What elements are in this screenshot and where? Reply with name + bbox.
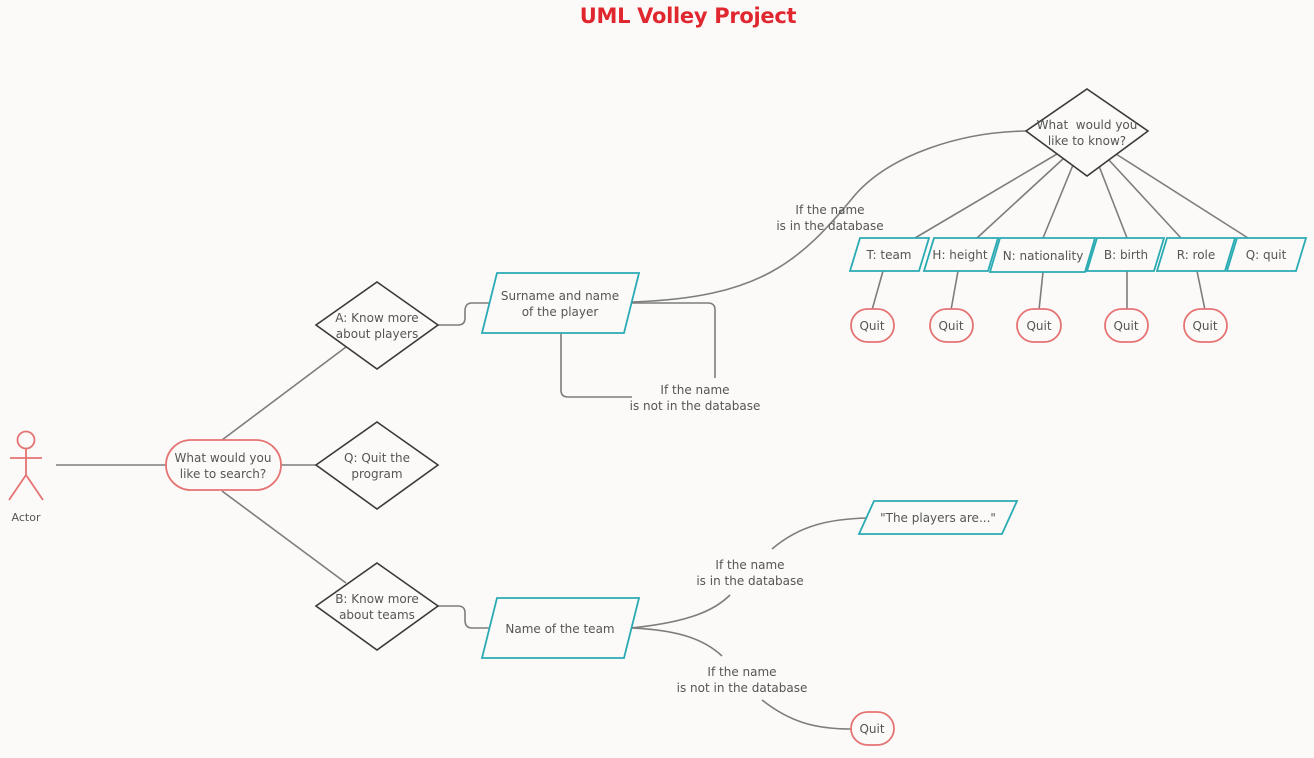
- decision-teams-label: B: Know more about teams: [335, 592, 419, 622]
- connector-players-surname: [438, 302, 494, 326]
- option-role: [1155, 237, 1237, 272]
- output-players-are-label: "The players are...": [880, 511, 996, 525]
- connector-nationality-quit: [1038, 271, 1044, 311]
- connector-start-players: [221, 346, 347, 441]
- option-birth-label: B: birth: [1103, 248, 1149, 262]
- option-quit: [1225, 237, 1308, 272]
- page-title: UML Volley Project: [579, 4, 797, 28]
- input-team-name-label: Name of the team: [505, 622, 615, 636]
- condition-player-in-db: If the name is in the database: [776, 203, 884, 233]
- quit-node-team-not-found: [850, 711, 895, 746]
- quit-label-team: Quit: [859, 319, 885, 333]
- input-surname-label: Surname and name of the player: [500, 289, 620, 319]
- quit-shapes: [850, 308, 1228, 746]
- decision-shapes: [314, 88, 1150, 651]
- quit-label-nationality: Quit: [1026, 319, 1052, 333]
- condition-team-not-in-db: If the name is not in the database: [676, 665, 808, 695]
- condition-team-in-db: If the name is in the database: [696, 558, 804, 588]
- decision-what-know: [1024, 88, 1150, 177]
- option-role-label: R: role: [1176, 248, 1216, 262]
- connector-role-quit: [1196, 270, 1206, 311]
- option-height: [922, 237, 1000, 272]
- option-team: [848, 237, 931, 272]
- option-birth: [1085, 237, 1166, 272]
- option-nationality-label: N: nationality: [1002, 249, 1084, 263]
- connector-whatknow-role: [1107, 158, 1182, 239]
- quit-label-height: Quit: [938, 319, 964, 333]
- quit-node-nationality: [1016, 308, 1062, 343]
- decision-quit-program: [314, 421, 440, 510]
- connector-surname-not-in-db-left: [560, 333, 632, 398]
- connector-whatknow-birth: [1098, 165, 1128, 239]
- output-players-are: [857, 500, 1019, 535]
- connector-surname-not-in-db-right: [631, 302, 716, 378]
- quit-node-role: [1183, 308, 1228, 343]
- quit-label-role: Quit: [1192, 319, 1218, 333]
- connector-start-teams: [221, 490, 347, 584]
- connector-teamname-in-db-b: [771, 517, 868, 550]
- connector-team-quit: [871, 270, 884, 311]
- input-team-name: [480, 597, 641, 659]
- quit-label-birth: Quit: [1113, 319, 1139, 333]
- connector-whatknow-team: [914, 153, 1058, 239]
- connector-teamname-not-in-db-a: [630, 627, 723, 657]
- option-height-label: H: height: [932, 248, 988, 262]
- actor-icon: [8, 430, 44, 501]
- start-node: [165, 439, 282, 491]
- connector-whatknow-nationality: [1042, 164, 1074, 239]
- quit-node-team: [850, 308, 895, 343]
- decision-players-label: A: Know more about players: [335, 311, 419, 341]
- option-team-label: T: team: [866, 248, 912, 262]
- input-shapes: [480, 237, 1308, 659]
- condition-player-not-in-db: If the name is not in the database: [629, 383, 761, 413]
- decision-quit-program-label: Q: Quit the program: [344, 451, 410, 481]
- quit-node-height: [929, 308, 974, 343]
- decision-players: [314, 281, 440, 370]
- connector-teamname-not-in-db-b: [761, 699, 852, 730]
- connector-height-quit: [950, 270, 959, 311]
- connectors: [56, 130, 1249, 730]
- quit-label-team-not-found: Quit: [859, 722, 885, 736]
- connector-teamname-in-db-a: [630, 594, 731, 629]
- connector-whatknow-quit: [1115, 153, 1249, 239]
- connector-whatknow-height: [976, 157, 1065, 239]
- decision-what-know-label: What would you like to know?: [1036, 118, 1138, 148]
- start-label: What would you like to search?: [174, 451, 272, 481]
- option-quit-label: Q: quit: [1245, 248, 1287, 262]
- quit-node-birth: [1104, 308, 1149, 343]
- actor-label: Actor: [11, 511, 41, 524]
- connector-teams-teamname: [438, 605, 491, 629]
- option-nationality: [988, 237, 1097, 273]
- decision-teams: [314, 562, 440, 651]
- connector-surname-in-db: [630, 130, 1027, 303]
- input-surname: [480, 272, 641, 334]
